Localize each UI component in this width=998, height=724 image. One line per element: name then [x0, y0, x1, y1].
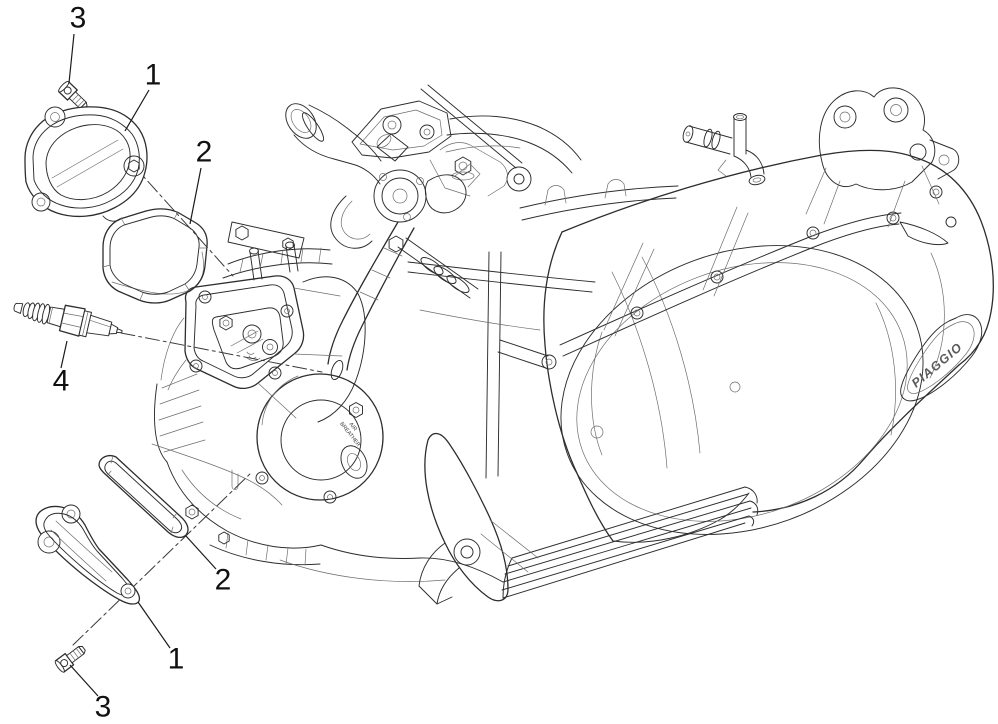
callout-3-top: 3: [69, 1, 87, 35]
callout-1-top-leader-line: [124, 89, 150, 132]
assembly-axis-line: [72, 471, 253, 646]
cooling-fins: [501, 486, 759, 599]
cylinder-block: [445, 145, 679, 221]
callout-1-bottom: 1: [167, 642, 185, 676]
part-head-cover-top: [24, 106, 148, 222]
intake-runner: [327, 221, 415, 381]
part-screw-bottom: [54, 645, 86, 673]
callout-4-leader-line: [60, 340, 68, 369]
part-gasket-top: [102, 208, 208, 304]
frame-hanger: [351, 100, 582, 174]
coolant-hose: [682, 113, 766, 186]
callout-2-top-leader-line: [189, 167, 202, 225]
part-head-cover-bottom: [35, 504, 141, 605]
callout-3-top-leader-line: [68, 33, 75, 84]
callout-2-bottom-leader-line: [185, 535, 217, 570]
engine-assembly: PIAGGIO: [111, 84, 994, 605]
callout-1-top: 1: [144, 58, 162, 92]
side-stand-bracket: [418, 432, 539, 605]
callout-2-bottom: 2: [214, 563, 232, 597]
callout-3-bottom-leader-line: [69, 664, 99, 697]
cover-bolts: [630, 211, 900, 320]
belt-rail: [420, 84, 532, 197]
assembly-axis-line: [120, 332, 323, 373]
crankcase: [151, 443, 504, 583]
part-gasket-bottom: [98, 454, 189, 539]
exploded-parts: [13, 80, 208, 673]
engine-mount-bracket: [805, 87, 960, 228]
part-spark-plug: [13, 302, 123, 338]
callout-1-bottom-leader-line: [137, 601, 171, 649]
throttle-body: [285, 103, 481, 249]
front-frame-member: [388, 235, 596, 479]
callout-3-bottom: 3: [94, 690, 112, 724]
callout-2-top: 2: [195, 135, 213, 169]
callout-4: 4: [52, 364, 70, 398]
cylinder-head: [111, 221, 366, 463]
